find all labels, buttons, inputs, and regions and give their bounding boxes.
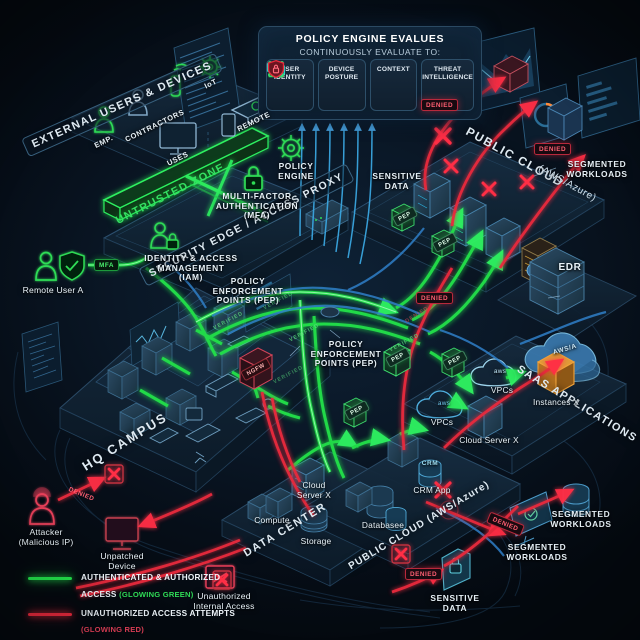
denied-flows (57, 76, 586, 598)
legend-label-line1: AUTHENTICATED & AUTHORIZED (81, 573, 221, 582)
unpatched-monitor-icon (105, 517, 139, 550)
policy-tile-label: THREAT INTELLIGENCE (422, 66, 474, 81)
crm-side-database-icon (385, 506, 407, 532)
legend-label-line2-paren: (GLOWING RED) (81, 625, 144, 635)
code-panel-left (21, 321, 63, 393)
cloud-server-icon (467, 395, 503, 439)
zone-plate-public-cloud-bottom (304, 437, 522, 571)
authorized-flows (88, 207, 527, 479)
server-box-icon (247, 487, 293, 525)
policy-engine-subtitle: CONTINUOUSLY EVALUATE TO: (299, 47, 441, 57)
policy-engine-title: POLICY ENGINE EVALUES (295, 33, 445, 45)
pep-node-marker (320, 306, 340, 318)
gear-icon (278, 135, 304, 161)
legend: AUTHENTICATED & AUTHORIZED ACCESS (GLOWI… (28, 573, 235, 640)
crm-database-icon (418, 459, 442, 488)
policy-tile-label: CONTEXT (376, 66, 410, 73)
datacenter-extra-server (345, 481, 373, 513)
callout-leaders (231, 167, 561, 357)
policy-engine-card[interactable]: POLICY ENGINE EVALUES CONTINUOUSLY EVALU… (258, 26, 482, 120)
policy-feed-lines (298, 122, 376, 265)
rack-server-icon (291, 457, 325, 502)
legend-swatch-green (28, 577, 72, 580)
policy-tile-label: USER IDENTITY (274, 66, 306, 81)
legend-label-line2-paren: (GLOWING GREEN) (119, 589, 194, 599)
analytics-server-blue-icon (547, 97, 583, 141)
sensitive-server-icon (413, 172, 451, 219)
threat-shield-icon (267, 59, 285, 79)
legend-item-unauthorized: UNAUTHORIZED ACCESS ATTEMPTS (GLOWING RE… (28, 609, 235, 638)
policy-tile-threat-intelligence[interactable]: THREAT INTELLIGENCE (267, 59, 475, 111)
attacker-icon (29, 487, 55, 525)
remote-user-shield-icon (35, 251, 85, 281)
legend-item-authorized: AUTHENTICATED & AUTHORIZED ACCESS (GLOWI… (28, 573, 235, 602)
edr-server-icon (529, 247, 585, 315)
policy-tile-device-posture[interactable]: DEVICE POSTURE (266, 59, 366, 111)
telemetry-flows (165, 227, 607, 557)
policy-tile-label: DEVICE POSTURE (324, 66, 359, 81)
legend-swatch-red (28, 612, 72, 616)
blocked-markers (104, 127, 535, 590)
policy-engine-tiles: USER IDENTITY DEVICE POSTURE (266, 59, 475, 111)
legend-label-line1: UNAUTHORIZED ACCESS ATTEMPTS (81, 608, 236, 618)
policy-tile-context[interactable]: CONTEXT (267, 59, 418, 111)
legend-label-line2-prefix: ACCESS (81, 589, 120, 599)
